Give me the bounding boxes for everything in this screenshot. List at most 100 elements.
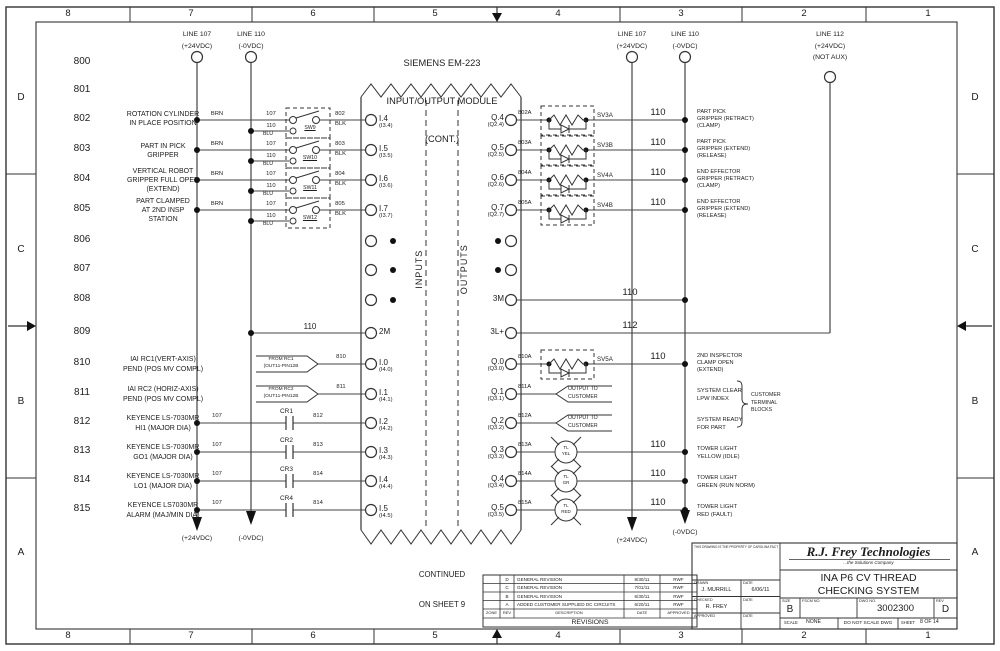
- terminal-3l-label: 3L+: [490, 327, 504, 336]
- solenoid-sv3b-label: SV3B: [597, 142, 613, 149]
- terminal-2m-label: 2M: [379, 327, 391, 336]
- wire-110-2m: 110: [303, 322, 317, 331]
- revision-header-date: DATE: [636, 610, 648, 615]
- input-i5b-label: I.5: [379, 504, 388, 513]
- revision-row-rev: D: [505, 576, 509, 582]
- rev-label: REV: [936, 599, 944, 603]
- zone-top-4: 4: [555, 8, 561, 19]
- proprietary-notice: THIS DRAWING IS THE PROPERTY OF CAROLINA…: [694, 545, 778, 549]
- row-number-800: 800: [73, 56, 91, 67]
- wire-815a: 815A: [518, 500, 532, 506]
- input-i3-addr: (I4.3): [379, 455, 393, 461]
- revision-row-approved: RWF: [673, 576, 684, 582]
- zone-right-a: A: [971, 547, 979, 558]
- rail-left-107-bottom: (+24VDC): [181, 535, 213, 542]
- fscm-label: FSCM NO.: [802, 599, 821, 603]
- row-number-803: 803: [73, 143, 91, 154]
- wire-803a: 803A: [518, 140, 532, 146]
- continued-note: CONTINUED ON SHEET 9: [418, 570, 466, 609]
- row-number-801: 801: [73, 84, 91, 95]
- wire-110-sv4a: 110: [650, 167, 666, 178]
- output-q6-addr: (Q2.6): [487, 182, 504, 188]
- zone-bottom-4: 4: [555, 630, 561, 641]
- solenoid-sv4b-label: SV4B: [597, 202, 613, 209]
- wire-107-804: 107: [266, 171, 276, 177]
- output-q5-addr: (Q2.5): [487, 152, 504, 158]
- rail-112-label: LINE 112(+24VDC)(NOT AUX): [812, 31, 848, 61]
- revision-row-approved: RWF: [673, 593, 684, 599]
- wire-110-805: 110: [266, 213, 276, 219]
- input-i6-addr: (I3.6): [379, 183, 393, 189]
- wire-110-tl-gr: 110: [650, 468, 666, 479]
- switch-sw10-label: SW10: [302, 155, 318, 161]
- zone-top-3: 3: [678, 8, 684, 19]
- switch-sw9-label: SW9: [304, 125, 316, 131]
- wire-112-3l: 112: [622, 320, 638, 331]
- drawn-date-value: 6/06/11: [751, 587, 770, 593]
- module-title-line2: INPUT/OUTPUT MODULE: [386, 95, 498, 106]
- wire-110-803: 110: [266, 153, 276, 159]
- wire-107-814: 107: [212, 471, 222, 477]
- checked-value: R. FREY: [705, 603, 728, 610]
- sheet-value: 8 OF 14: [920, 619, 939, 625]
- wire-color-blk-805: BLK: [335, 211, 346, 217]
- wire-110-tl-yel: 110: [650, 439, 666, 450]
- do-not-scale-note: DO NOT SCALE DWG: [843, 620, 893, 626]
- revision-header-rev: REV: [502, 610, 512, 615]
- zone-top-7: 7: [188, 8, 194, 19]
- sheet-label: SHEET: [901, 620, 915, 625]
- wire-813: 813: [313, 442, 323, 448]
- output-q1-label: Q.1: [491, 387, 504, 396]
- wire-802: 802: [335, 111, 345, 117]
- switch-sw11-label: SW11: [303, 185, 317, 191]
- wire-color-brn-802: BRN: [210, 111, 224, 117]
- wire-110-3m: 110: [622, 287, 638, 298]
- wire-812: 812: [313, 413, 323, 419]
- wire-812a: 812A: [518, 413, 532, 419]
- input-i5-addr: (I3.5): [379, 153, 393, 159]
- input-i2-label: I.2: [379, 417, 388, 426]
- input-i0-label: I.0: [379, 358, 388, 367]
- wire-110-sv5a: 110: [650, 351, 666, 362]
- output-q6-label: Q.6: [491, 173, 504, 182]
- wire-802a: 802A: [518, 110, 532, 116]
- revisions-caption: REVISIONS: [571, 618, 609, 626]
- zone-right-c: C: [971, 244, 979, 255]
- output-q2-addr: (Q3.2): [487, 425, 504, 431]
- checked-date-label: DATE: [743, 597, 753, 602]
- zone-bottom-1: 1: [925, 630, 931, 641]
- input-i2-addr: (I4.2): [379, 426, 393, 432]
- row-number-814: 814: [73, 474, 91, 485]
- size-label: SIZE: [782, 599, 791, 603]
- drawn-value: J. MURRILL: [701, 587, 732, 593]
- wire-805: 805: [335, 201, 345, 207]
- solenoid-sv3a-label: SV3A: [597, 112, 613, 119]
- wire-805a: 805A: [518, 200, 532, 206]
- rail-left-107-label: LINE 107(+24VDC): [181, 31, 213, 50]
- scale-value: NONE: [806, 619, 821, 625]
- zone-right-b: B: [971, 396, 979, 407]
- contact-cr3-label: CR3: [279, 466, 293, 473]
- terminal-3m-label: 3M: [492, 294, 504, 303]
- revision-row-rev: A: [505, 602, 509, 607]
- rev-value: D: [941, 604, 950, 615]
- zone-bottom-3: 3: [678, 630, 684, 641]
- wire-110-sv3b: 110: [650, 137, 666, 148]
- input-i1-addr: (I4.1): [379, 397, 393, 403]
- zone-right-d: D: [971, 92, 979, 103]
- wire-color-blu-805: BLU: [262, 221, 274, 227]
- inputs-label: INPUTS: [413, 249, 424, 289]
- wire-814: 814: [313, 471, 323, 477]
- switch-sw12-label: SW12: [302, 215, 318, 221]
